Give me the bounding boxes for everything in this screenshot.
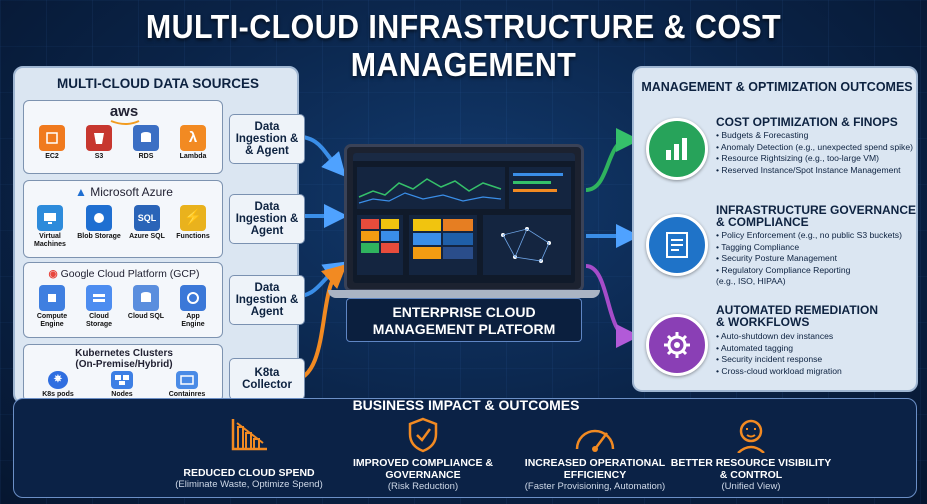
speedometer-icon [500, 413, 690, 453]
bullet-item: Resource Rightsizing (e.g., too-large VM… [716, 153, 913, 165]
platform-label: ENTERPRISE CLOUD MANAGEMENT PLATFORM [346, 298, 582, 342]
gcp-icon: ◉ [48, 268, 61, 280]
nodes-icon [111, 371, 133, 389]
business-impact-heading: BUSINESS IMPACT & OUTCOMES [352, 397, 580, 413]
impact-sub: (Eliminate Waste, Optimize Spend) [175, 479, 323, 490]
bullet-item: Anomaly Detection (e.g., unexpected spen… [716, 142, 913, 154]
outcome-cost-optimization: COST OPTIMIZATION & FINOPS Budgets & For… [640, 112, 916, 200]
impact-sub: (Faster Provisioning, Automation) [524, 481, 666, 492]
impact-label: INCREASED OPERATIONAL EFFICIENCY [524, 457, 666, 481]
bullet-item: Security Posture Management [716, 253, 902, 265]
finops-icon [646, 118, 708, 180]
business-impact-panel: BUSINESS IMPACT & OUTCOMES REDUCED CLOUD… [13, 397, 917, 498]
agent-azure: Data Ingestion & Agent [229, 194, 305, 244]
service-virtual-machines: Virtual Machines [30, 205, 70, 249]
service-cloud-storage: Cloud Storage [79, 285, 119, 329]
provider-gcp: ◉ Google Cloud Platform (GCP) Compute En… [23, 262, 223, 338]
storage-icon [86, 285, 112, 311]
cloud-sql-icon [133, 285, 159, 311]
blob-icon [86, 205, 112, 231]
azure-logo: ▲ Microsoft Azure [75, 185, 173, 199]
service-s3: S3 [79, 125, 119, 161]
dashboard-screen [353, 153, 575, 283]
service-containers: Containres [164, 371, 210, 399]
compute-icon [39, 285, 65, 311]
bullet-item: Security incident response [716, 354, 842, 366]
data-sources-heading: MULTI-CLOUD DATA SOURCES [57, 76, 259, 91]
outcome-remediation: AUTOMATED REMEDIATION & WORKFLOWS Auto-s… [640, 304, 916, 390]
aws-smile-icon [110, 120, 140, 125]
outcome-bullets: Auto-shutdown dev instances Automated ta… [716, 331, 842, 377]
service-compute-engine: Compute Engine [32, 285, 72, 329]
aws-logo: aws [24, 103, 224, 125]
platform-laptop [344, 144, 584, 292]
outcome-title: INFRASTRUCTURE GOVERNANCE & COMPLIANCE [716, 203, 917, 229]
k8s-pods-icon: ✵ [48, 371, 68, 389]
service-app-engine: App Engine [173, 285, 213, 329]
outcome-title: COST OPTIMIZATION & FINOPS [716, 115, 898, 129]
impact-efficiency: INCREASED OPERATIONAL EFFICIENCY (Faster… [500, 413, 690, 492]
provider-aws: aws EC2 S3 RDS λ Lambda [23, 100, 223, 174]
outcome-title: AUTOMATED REMEDIATION & WORKFLOWS [716, 303, 878, 329]
service-lambda: λ Lambda [173, 125, 213, 161]
governance-icon [646, 214, 708, 276]
person-icon [656, 413, 846, 453]
kubernetes-logo: Kubernetes Clusters (On-Premise/Hybrid) [75, 348, 173, 370]
agent-gcp: Data Ingestion & Agent [229, 275, 305, 325]
gear-icon [646, 314, 708, 376]
provider-kubernetes: Kubernetes Clusters (On-Premise/Hybrid) … [23, 344, 223, 402]
bullet-item: Regulatory Compliance Reporting (e.g., I… [716, 265, 902, 288]
gcp-logo: ◉ Google Cloud Platform (GCP) [48, 268, 200, 280]
data-sources-panel: MULTI-CLOUD DATA SOURCES aws EC2 S3 RDS … [13, 66, 305, 404]
sql-icon: SQL [134, 205, 160, 231]
outcome-bullets: Policy Enforcement (e.g., no public S3 b… [716, 230, 902, 288]
bullet-item: Policy Enforcement (e.g., no public S3 b… [716, 230, 902, 242]
outcomes-heading: MANAGEMENT & OPTIMIZATION OUTCOMES [641, 80, 913, 94]
functions-icon: ⚡ [180, 205, 206, 231]
lambda-icon: λ [180, 125, 206, 151]
agent-k8ta-collector: K8ta Collector [229, 358, 305, 400]
bullet-item: Auto-shutdown dev instances [716, 331, 842, 343]
azure-icon: ▲ [75, 185, 91, 199]
bullet-item: Automated tagging [716, 343, 842, 355]
impact-compliance: IMPROVED COMPLIANCE & GOVERNANCE (Risk R… [328, 413, 518, 492]
page-title: MULTI-CLOUD INFRASTRUCTURE & COST MANAGE… [145, 8, 782, 83]
outcome-governance: INFRASTRUCTURE GOVERNANCE & COMPLIANCE P… [640, 204, 916, 300]
s3-icon [86, 125, 112, 151]
bullet-item: Reserved Instance/Spot Instance Manageme… [716, 165, 913, 177]
impact-label: BETTER RESOURCE VISIBILITY & CONTROL [670, 457, 832, 481]
service-ec2: EC2 [32, 125, 72, 161]
service-blob-storage: Blob Storage [76, 205, 122, 241]
rds-icon [133, 125, 159, 151]
ec2-icon [39, 125, 65, 151]
outcomes-panel: MANAGEMENT & OPTIMIZATION OUTCOMES COST … [632, 66, 918, 392]
laptop-base [328, 290, 600, 298]
outcome-bullets: Budgets & Forecasting Anomaly Detection … [716, 130, 913, 176]
service-rds: RDS [126, 125, 166, 161]
service-azure-sql: SQL Azure SQL [127, 205, 167, 241]
impact-label: IMPROVED COMPLIANCE & GOVERNANCE [352, 457, 493, 481]
shield-check-icon [328, 413, 518, 453]
app-engine-icon [180, 285, 206, 311]
chart-down-icon [154, 413, 344, 453]
service-k8s-pods: ✵ K8s pods [38, 371, 78, 399]
vm-icon [37, 205, 63, 231]
service-cloud-sql: Cloud SQL [126, 285, 166, 321]
impact-reduced-spend: REDUCED CLOUD SPEND (Eliminate Waste, Op… [154, 413, 344, 490]
containers-icon [176, 371, 198, 389]
service-functions: ⚡ Functions [173, 205, 213, 241]
bullet-item: Tagging Compliance [716, 242, 902, 254]
impact-sub: (Unified View) [721, 481, 781, 492]
service-nodes: Nodes [102, 371, 142, 399]
impact-visibility: BETTER RESOURCE VISIBILITY & CONTROL (Un… [656, 413, 846, 492]
impact-sub: (Risk Reduction) [387, 481, 459, 492]
dashboard-illustration [353, 153, 575, 275]
bullet-item: Cross-cloud workload migration [716, 366, 841, 378]
agent-aws: Data Ingestion & & Agent [229, 114, 305, 164]
impact-label: REDUCED CLOUD SPEND [183, 467, 315, 479]
provider-azure: ▲ Microsoft Azure Virtual Machines Blob … [23, 180, 223, 258]
bullet-item: Budgets & Forecasting [716, 130, 913, 142]
